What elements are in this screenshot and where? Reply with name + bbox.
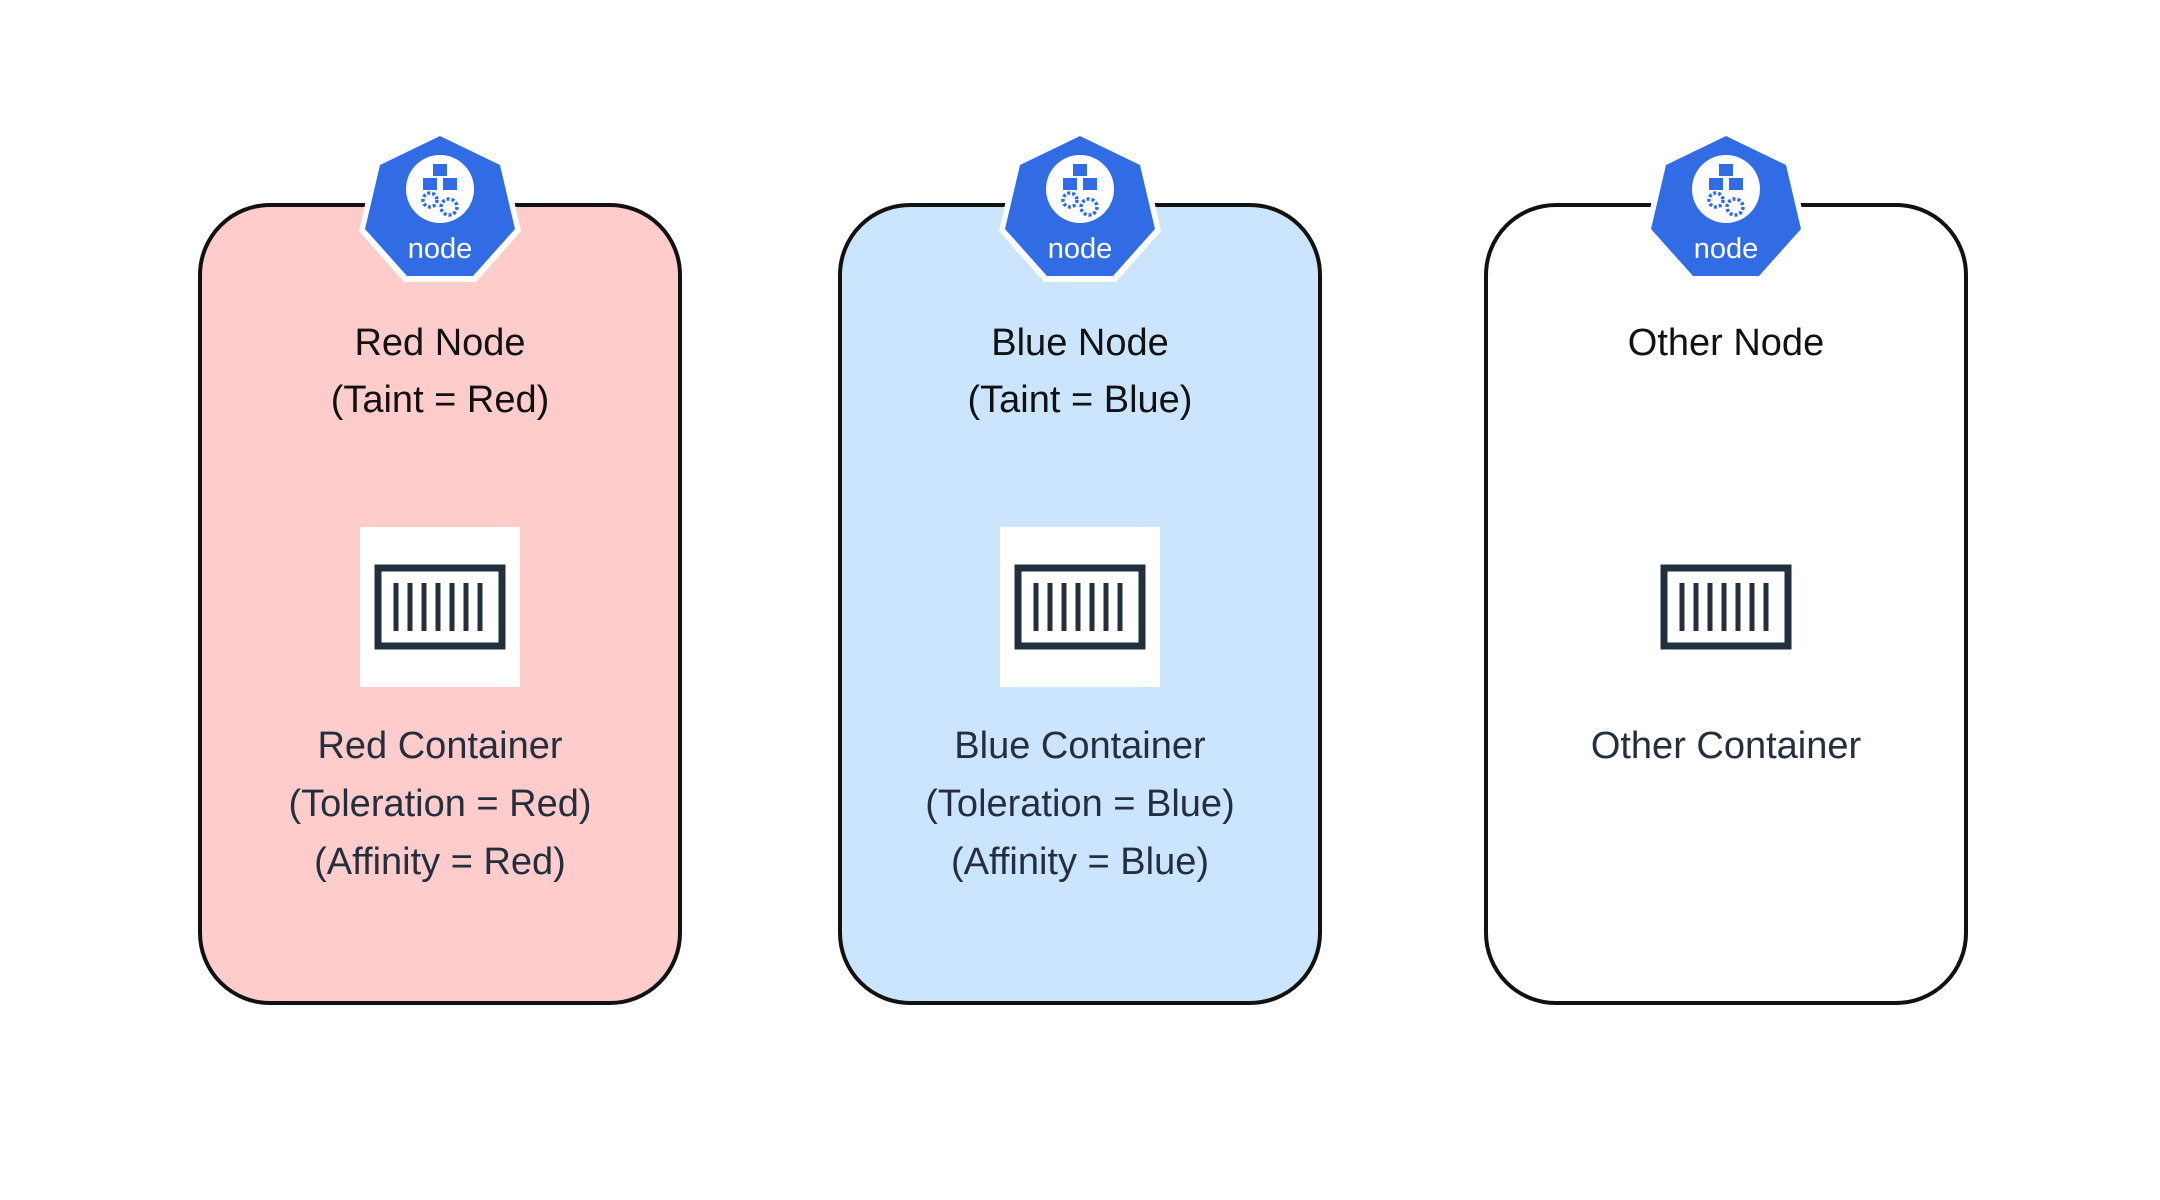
red-node-card: node Red Node (Taint = Red) Red Containe… xyxy=(198,130,682,1005)
kubernetes-node-icon: node xyxy=(997,127,1163,285)
kubernetes-node-icon: node xyxy=(357,127,523,285)
kubernetes-node-icon: node xyxy=(1643,127,1809,285)
node-taint: (Taint = Red) xyxy=(330,379,550,421)
container-affinity xyxy=(1488,833,1964,891)
container-affinity: (Affinity = Red) xyxy=(314,841,566,883)
node-name: Blue Node xyxy=(991,322,1169,364)
container-toleration: (Toleration = Blue) xyxy=(925,783,1235,825)
container-label: Other Container xyxy=(1488,717,1964,891)
node-title: Blue Node (Taint = Blue) xyxy=(842,315,1318,429)
container-icon xyxy=(360,527,520,687)
container-name: Red Container xyxy=(317,725,563,767)
other-node-card: node Other Node Other Container xyxy=(1484,130,1968,1005)
node-title: Other Node xyxy=(1488,315,1964,372)
node-name: Red Node xyxy=(354,322,526,364)
container-label: Red Container (Toleration = Red) (Affini… xyxy=(202,717,678,891)
container-icon xyxy=(1646,527,1806,687)
node-name: Other Node xyxy=(1627,322,1825,364)
blue-node-card: node Blue Node (Taint = Blue) Blue Conta… xyxy=(838,130,1322,1005)
container-name: Other Container xyxy=(1590,725,1862,767)
node-badge-label: node xyxy=(408,233,473,265)
node-badge-label: node xyxy=(1694,233,1759,265)
container-affinity: (Affinity = Blue) xyxy=(950,841,1210,883)
container-name: Blue Container xyxy=(954,725,1206,767)
container-toleration xyxy=(1488,775,1964,833)
container-label: Blue Container (Toleration = Blue) (Affi… xyxy=(842,717,1318,891)
node-badge-label: node xyxy=(1048,233,1113,265)
container-toleration: (Toleration = Red) xyxy=(288,783,592,825)
node-title: Red Node (Taint = Red) xyxy=(202,315,678,429)
container-icon xyxy=(1000,527,1160,687)
node-taint: (Taint = Blue) xyxy=(967,379,1193,421)
